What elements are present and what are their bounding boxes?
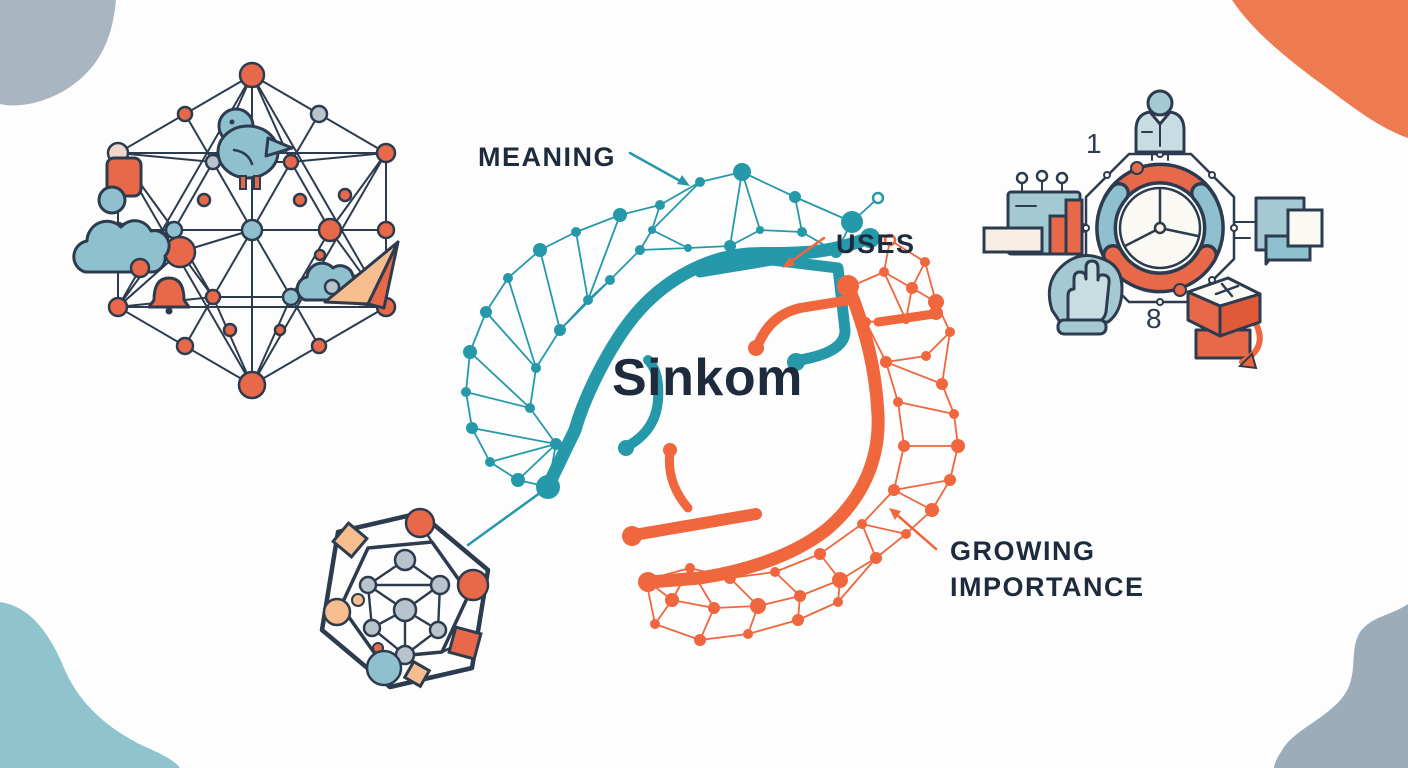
hexagon-deco-square-2 bbox=[447, 625, 483, 661]
hexagon-deco-square-1 bbox=[330, 520, 370, 560]
chat-documents-icon bbox=[1233, 196, 1324, 266]
teal-branch-1 bbox=[694, 254, 851, 366]
cloud-icon bbox=[72, 219, 171, 274]
meaning-label: MEANING bbox=[478, 142, 616, 172]
blob-bottom-right bbox=[1274, 604, 1408, 768]
cloud-node bbox=[129, 257, 151, 279]
octagon-diagram bbox=[982, 89, 1324, 370]
analytics-machine-icon bbox=[982, 169, 1087, 256]
wheel-icon bbox=[1095, 161, 1225, 297]
growing-importance-label: GROWING IMPORTANCE bbox=[950, 533, 1145, 605]
person-icon bbox=[1134, 89, 1186, 161]
growing-importance-line1: GROWING bbox=[950, 536, 1096, 566]
page-title: Sinkom bbox=[612, 349, 803, 407]
hexagon-network-illustration bbox=[319, 507, 491, 690]
blob-top-right bbox=[1232, 0, 1408, 138]
badge-icon bbox=[97, 156, 143, 215]
teal-branch-2 bbox=[623, 355, 664, 451]
orange-branch-2 bbox=[873, 309, 939, 327]
meaning-arrow bbox=[628, 151, 690, 186]
paper-plane-icon bbox=[323, 240, 400, 310]
bell-icon bbox=[147, 276, 191, 315]
growing-importance-line2: IMPORTANCE bbox=[950, 572, 1145, 602]
octagon-number-top: 1 bbox=[1086, 128, 1102, 159]
small-cloud-node bbox=[323, 278, 341, 296]
orange-bottom-bar bbox=[634, 508, 762, 540]
orange-network-crescent bbox=[622, 233, 965, 646]
growing-importance-arrow bbox=[889, 508, 938, 551]
uses-label: USES bbox=[836, 229, 916, 259]
blob-bottom-left bbox=[0, 602, 180, 768]
package-box-icon bbox=[1186, 276, 1263, 370]
teal-trunk bbox=[541, 231, 875, 493]
left-network-illustration bbox=[72, 61, 400, 400]
uses-arrow bbox=[782, 236, 826, 268]
bird-icon bbox=[216, 107, 294, 190]
orange-trunk bbox=[643, 279, 885, 589]
teal-network-crescent bbox=[461, 163, 885, 499]
blob-top-left bbox=[0, 0, 116, 106]
teal-connector-line bbox=[466, 488, 546, 547]
hexagon-network-nodes bbox=[322, 507, 490, 687]
teal-network-nodes bbox=[461, 163, 885, 487]
hexagon-deco-square-3 bbox=[402, 659, 432, 689]
octagon-number-bottom: 8 bbox=[1146, 303, 1162, 334]
hand-gesture-icon bbox=[1047, 254, 1124, 336]
orange-branch-1 bbox=[753, 295, 855, 350]
orange-branch-3 bbox=[664, 447, 693, 513]
